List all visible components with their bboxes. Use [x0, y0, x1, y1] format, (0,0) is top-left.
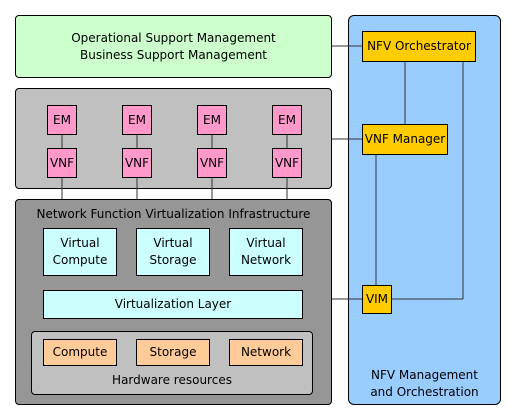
mano-container	[348, 15, 501, 405]
em-box-3: EM	[197, 105, 227, 135]
vnf-box-1: VNF	[47, 148, 77, 178]
hw-storage-box: Storage	[136, 339, 210, 366]
virtualization-layer-box: Virtualization Layer	[43, 290, 303, 319]
em-box-1: EM	[47, 105, 77, 135]
nfv-orchestrator-box: NFV Orchestrator	[362, 31, 476, 62]
vnf-manager-box: VNF Manager	[362, 124, 448, 155]
em-box-4: EM	[272, 105, 302, 135]
nfvi-title: Network Function Virtualization Infrastr…	[36, 207, 311, 221]
hw-network-box: Network	[229, 339, 303, 366]
vim-box: VIM	[362, 285, 392, 314]
vnf-box-4: VNF	[272, 148, 302, 178]
hw-compute-box: Compute	[43, 339, 117, 366]
vnf-box-3: VNF	[197, 148, 227, 178]
hardware-title: Hardware resources	[112, 373, 232, 387]
em-box-2: EM	[122, 105, 152, 135]
mano-title: NFV Management and Orchestration	[370, 368, 479, 399]
vnf-box-2: VNF	[122, 148, 152, 178]
oss-label: Operational Support Management	[71, 30, 276, 45]
bss-label: Business Support Management	[79, 47, 268, 62]
oss-bss-box: Operational Support Management Business …	[15, 15, 332, 78]
